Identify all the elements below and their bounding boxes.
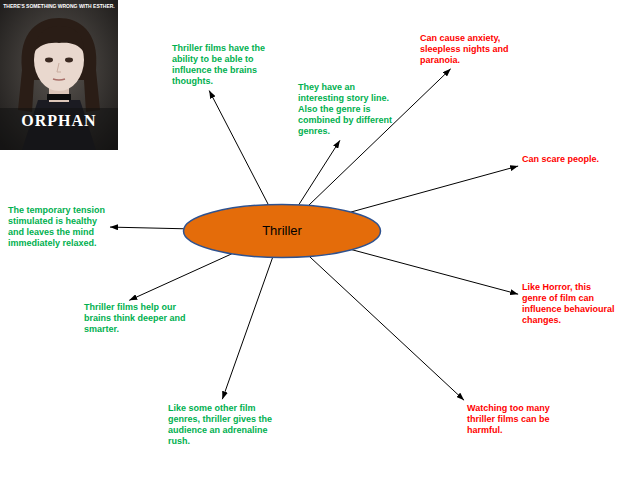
branch-arrow [209, 91, 268, 205]
branch-text: Like Horror, this genre of film can infl… [522, 282, 616, 326]
branch-text: Thriller films have the ability to be ab… [172, 43, 276, 87]
choker [47, 94, 71, 100]
branch-arrow [309, 256, 464, 400]
branch-arrow [222, 257, 272, 399]
poster-tagline: THERE'S SOMETHING WRONG WITH ESTHER. [1, 3, 117, 10]
branch-arrow [352, 250, 518, 294]
branch-text: Can cause anxiety, sleepless nights and … [420, 33, 532, 66]
branch-text: Watching too many thriller films can be … [467, 403, 579, 436]
poster-title: ORPHAN [0, 112, 118, 130]
branch-text: Like some other film genres, thriller gi… [168, 403, 274, 447]
branch-arrow [129, 254, 232, 301]
branch-text: Can scare people. [522, 154, 618, 165]
central-label: Thriller [262, 223, 302, 239]
branch-text: They have an interesting story line. Als… [298, 82, 396, 137]
mouth [53, 79, 65, 80]
title-band [0, 108, 118, 150]
branch-text: The temporary tension stimulated is heal… [8, 205, 106, 249]
bangs [34, 26, 84, 52]
eye [65, 58, 73, 63]
branch-note: Can scare people. [522, 154, 618, 165]
poster-ground [0, 0, 118, 150]
nose [57, 63, 61, 72]
branch-arrow [351, 166, 518, 212]
branch-note: Thriller films have the ability to be ab… [172, 43, 276, 87]
branch-note: They have an interesting story line. Als… [298, 82, 396, 137]
branch-text: Thriller films help our brains think dee… [84, 302, 188, 335]
branch-note: Watching too many thriller films can be … [467, 403, 579, 436]
branch-note: The temporary tension stimulated is heal… [8, 205, 106, 249]
branch-note: Can cause anxiety, sleepless nights and … [420, 33, 532, 66]
branch-note: Thriller films help our brains think dee… [84, 302, 188, 335]
hair [18, 18, 100, 112]
branch-note: Like some other film genres, thriller gi… [168, 403, 274, 447]
branch-arrow [110, 227, 184, 229]
central-ellipse: Thriller [182, 203, 382, 259]
eye [45, 58, 53, 63]
ellipse-shape [184, 205, 381, 258]
branch-note: Like Horror, this genre of film can infl… [522, 282, 616, 326]
